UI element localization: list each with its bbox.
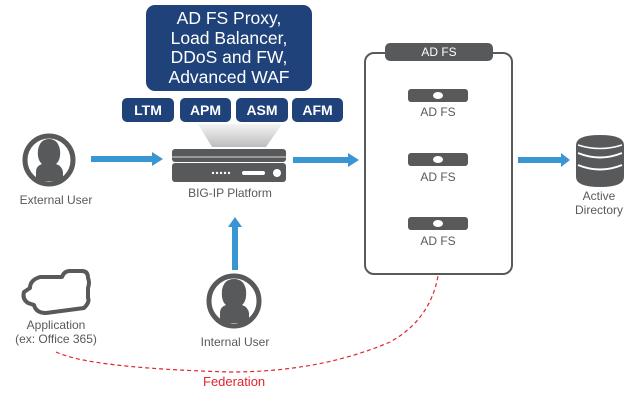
external-user-label: External User (19, 193, 93, 207)
module-badge-ltm: LTM (122, 98, 174, 122)
funnel-shape (198, 124, 282, 147)
big-ip-label: BIG-IP Platform (188, 186, 272, 200)
internal-user-icon (206, 273, 262, 329)
internal-user-label: Internal User (200, 335, 270, 349)
application-example: (ex: Office 365) (15, 332, 97, 346)
module-badge-asm: ASM (236, 98, 288, 122)
cloud-icon (21, 269, 91, 315)
capabilities-callout: AD FS Proxy, Load Balancer, DDoS and FW,… (146, 5, 312, 91)
big-ip-device-icon (172, 149, 286, 182)
database-icon (576, 135, 624, 187)
callout-line: AD FS Proxy, (176, 8, 282, 28)
adfs-server-label: AD FS (420, 105, 456, 119)
application-label: Application (ex: Office 365) (6, 318, 106, 346)
adfs-server-icon (408, 217, 468, 230)
federation-line (55, 275, 439, 373)
adfs-server-icon (408, 89, 468, 102)
adfs-group-title: AD FS (385, 43, 493, 61)
adfs-server-label: AD FS (420, 170, 456, 184)
active-directory-line: Directory (574, 203, 623, 217)
callout-line: DDoS and FW, (170, 47, 288, 67)
federation-label: Federation (203, 374, 266, 389)
external-user-icon (22, 133, 76, 187)
module-badge-apm: APM (180, 98, 231, 122)
adfs-server-label: AD FS (420, 234, 456, 248)
active-directory-line: Active (582, 189, 616, 203)
arrow-adfs-to-directory (518, 153, 570, 167)
arrow-internal-to-bigip (228, 217, 242, 270)
application-name: Application (26, 318, 86, 332)
active-directory-label: Active Directory (566, 189, 632, 217)
adfs-server-icon (408, 153, 468, 166)
callout-line: Advanced WAF (168, 66, 290, 87)
arrow-external-to-bigip (91, 152, 163, 166)
module-badge-afm: AFM (292, 98, 343, 122)
arrow-bigip-to-adfs (293, 153, 359, 167)
callout-line: Load Balancer, (170, 27, 288, 48)
